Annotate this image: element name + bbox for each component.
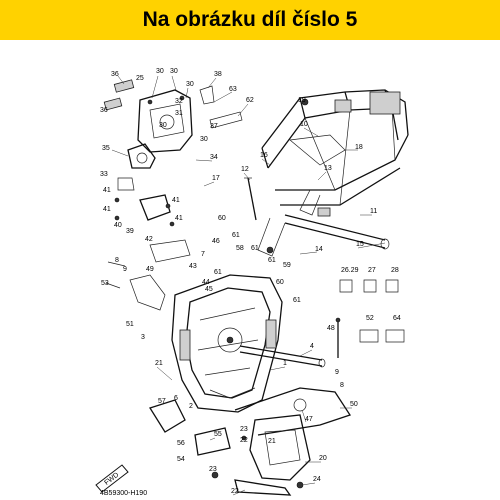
callout-label: 30 [159, 122, 167, 129]
callout-label: 60 [276, 279, 284, 286]
callout-label: 3 [141, 334, 145, 341]
callout-label: 9 [335, 369, 339, 376]
callout-label: 36 [100, 107, 108, 114]
callout-label: 28 [391, 267, 399, 274]
callout-label: 53 [101, 280, 109, 287]
callout-label: 62 [246, 97, 254, 104]
callout-label: 52 [366, 315, 374, 322]
callout-label: 64 [393, 315, 401, 322]
callout-label: 2 [189, 403, 193, 410]
callout-label: 19 [298, 97, 306, 104]
callout-label: 4 [310, 343, 314, 350]
long-bolt [244, 177, 257, 221]
callout-label: 43 [189, 263, 197, 270]
callout-label: 47 [305, 416, 313, 423]
callout-label: 50 [350, 401, 358, 408]
lower-assembly [149, 399, 311, 496]
callout-label: 42 [145, 236, 153, 243]
callout-label: 61 [214, 269, 222, 276]
callout-label: 31 [175, 110, 183, 117]
callout-label: 21 [155, 360, 163, 367]
banner-title: Na obrázku díl číslo 5 [142, 8, 358, 31]
callout-label: 49 [146, 266, 154, 273]
callout-label: 30 [186, 81, 194, 88]
callout-label: 30 [200, 136, 208, 143]
callout-label: 60 [218, 215, 226, 222]
callout-label: 39 [126, 228, 134, 235]
callout-label: 22 [231, 488, 239, 495]
callout-label: 20 [319, 455, 327, 462]
callout-label: 6 [174, 395, 178, 402]
callout-label: 57 [158, 398, 166, 405]
callout-label: 8 [340, 382, 344, 389]
callout-label: 16 [260, 152, 268, 159]
clip-parts [335, 279, 405, 358]
callout-label: 18 [355, 144, 363, 151]
callout-label: 61 [293, 297, 301, 304]
callout-label: 40 [114, 222, 122, 229]
callout-label: 15 [356, 241, 364, 248]
callout-label: 33 [100, 171, 108, 178]
callout-label: 63 [229, 86, 237, 93]
rear-frame [261, 89, 409, 216]
leader-lines [111, 75, 386, 496]
bracket-assembly [105, 177, 191, 311]
main-frame [171, 274, 352, 436]
callout-label: 55 [214, 431, 222, 438]
callout-label: 61 [251, 245, 259, 252]
callout-label: 34 [210, 154, 218, 161]
callout-label: 10 [300, 121, 308, 128]
callout-label: 56 [177, 440, 185, 447]
callout-label: 30 [170, 68, 178, 75]
callout-label: 8 [115, 257, 119, 264]
upper-left-assembly [103, 79, 243, 169]
callout-label: 24 [313, 476, 321, 483]
callout-label: 23 [209, 466, 217, 473]
callout-label: 58 [236, 245, 244, 252]
callout-label: 38 [214, 71, 222, 78]
diagram-code: 4B59300-H190 [100, 490, 147, 497]
callout-label: 12 [241, 166, 249, 173]
callout-label: 9 [123, 266, 127, 273]
long-axle [239, 345, 326, 368]
callout-label: 35 [102, 145, 110, 152]
callout-label: 21 [268, 438, 276, 445]
callout-label: 41 [172, 197, 180, 204]
callout-label: 25 [136, 75, 144, 82]
callout-label: 36 [111, 71, 119, 78]
callout-label: 41 [175, 215, 183, 222]
cross-tube [257, 207, 390, 257]
callout-label: 27 [368, 267, 376, 274]
callout-label: 22 [240, 437, 248, 444]
callout-label: 32 [175, 98, 183, 105]
callout-label: 7 [201, 251, 205, 258]
callout-label: 54 [177, 456, 185, 463]
callout-label: 41 [103, 187, 111, 194]
callout-label: 30 [156, 68, 164, 75]
title-banner: Na obrázku díl číslo 5 [0, 0, 500, 40]
callout-label: 14 [315, 246, 323, 253]
callout-label: 45 [205, 286, 213, 293]
callout-label: 46 [212, 238, 220, 245]
callout-label: 11 [370, 208, 377, 215]
callout-label: 23 [240, 426, 248, 433]
callout-label: 37 [210, 123, 218, 130]
callout-label: 44 [202, 279, 210, 286]
callout-label: 51 [126, 321, 134, 328]
callout-label: 26.29 [341, 267, 359, 274]
fwd-arrow: FWD [95, 464, 129, 493]
callout-label: 48 [327, 325, 335, 332]
callout-label: 61 [232, 232, 240, 239]
callout-label: 17 [212, 175, 220, 182]
callout-label: 1 [283, 360, 287, 367]
callout-label: 41 [103, 206, 111, 213]
callout-label: 13 [324, 165, 332, 172]
callout-label: 59 [283, 262, 291, 269]
callout-label: 61 [268, 257, 276, 264]
